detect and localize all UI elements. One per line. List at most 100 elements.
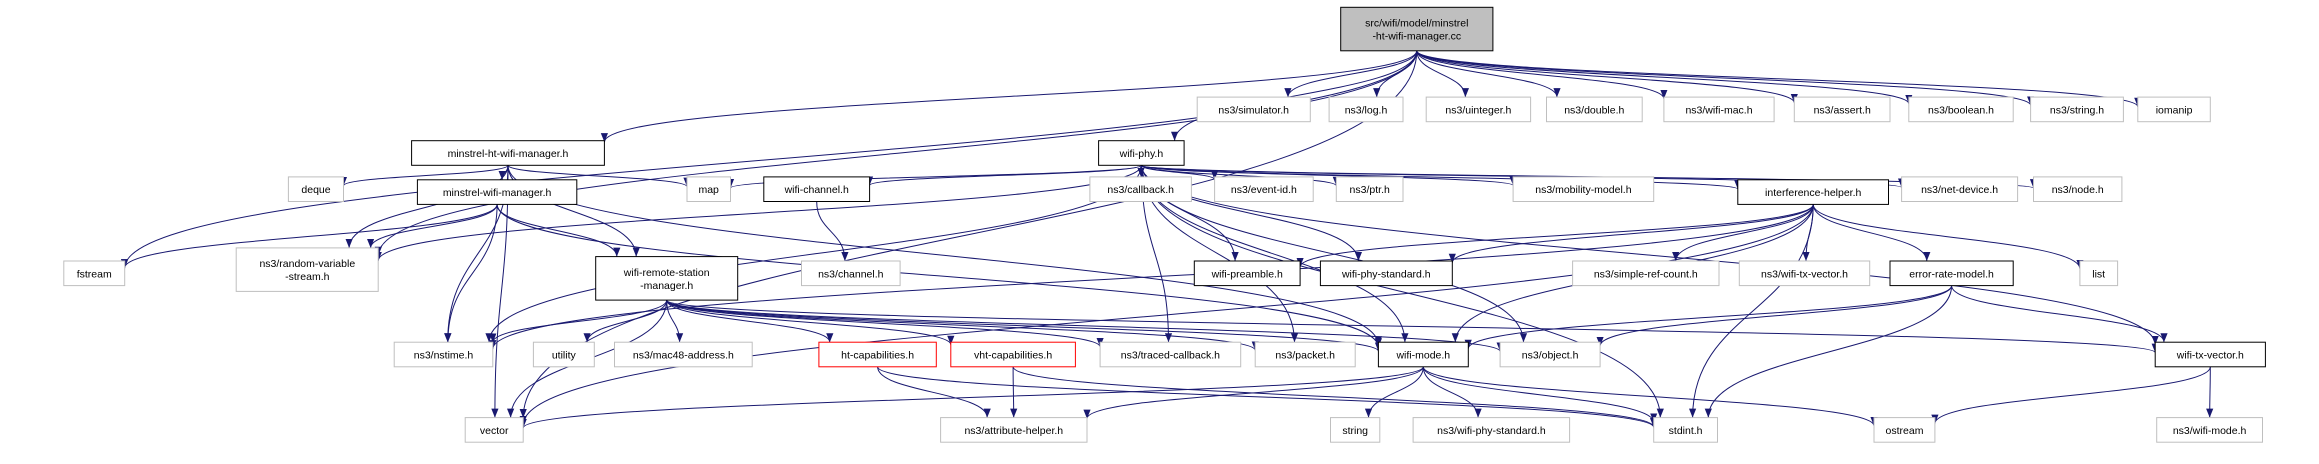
edge-wifi_remote_station_manager_h-to-ns3_packet_h: [666, 299, 1259, 351]
node-fstream: fstream: [63, 260, 126, 287]
node-label: minstrel-wifi-manager.h: [443, 187, 552, 199]
edge-wifi_remote_station_manager_h-to-vht_capabilities_h: [666, 299, 955, 345]
node-box: [464, 417, 524, 443]
edge-src_wifi_model_minstrel_ht_wifi_manager_cc-to-ns3_double_h: [1416, 50, 1561, 98]
node-label: interference-helper.h: [1765, 187, 1861, 199]
node-label: string: [1342, 425, 1368, 437]
node-box: [287, 176, 344, 202]
edge-minstrel_ht_wifi_manager_h-to-ns3_random_variable_stream_h: [345, 165, 509, 248]
node-ns3-mac48-address-h: ns3/mac48-address.h: [614, 341, 753, 368]
node-box: [1377, 341, 1469, 368]
edge-wifi_remote_station_manager_h-to-ht_capabilities_h: [666, 299, 834, 343]
node-minstrel-ht-wifi-manager-h[interactable]: minstrel-ht-wifi-manager.h: [411, 140, 605, 166]
node-label: ht-capabilities.h: [841, 350, 914, 362]
node-wifi-phy-h[interactable]: wifi-phy.h: [1098, 140, 1185, 166]
node-stdint-h: stdint.h: [1653, 417, 1718, 443]
node-ns3-string-h: ns3/string.h: [2030, 96, 2124, 123]
edge-wifi_remote_station_manager_h-to-wifi_tx_vector_h: [666, 299, 2159, 354]
node-box: [1738, 260, 1871, 287]
node-wifi-preamble-h[interactable]: wifi-preamble.h: [1193, 260, 1301, 287]
node-label: ns3/double.h: [1564, 105, 1624, 117]
node-wifi-channel-h[interactable]: wifi-channel.h: [763, 176, 871, 202]
edge-src_wifi_model_minstrel_ht_wifi_manager_cc-to-iomanip: [1416, 50, 2142, 108]
node-box: [2156, 417, 2263, 443]
node-wifi-tx-vector-h[interactable]: wifi-tx-vector.h: [2154, 341, 2266, 368]
node-label: src/wifi/model/minstrel: [1365, 18, 1468, 30]
edge-minstrel_wifi_manager_h-to-fstream: [121, 204, 498, 269]
node-label: stdint.h: [1669, 425, 1703, 437]
node-ns3-channel-h: ns3/channel.h: [801, 260, 901, 287]
node-vht-capabilities-h[interactable]: vht-capabilities.h: [950, 341, 1076, 368]
node-label: fstream: [77, 268, 112, 280]
node-box: [1663, 96, 1775, 123]
node-label: ostream: [1886, 425, 1924, 437]
node-box: [686, 176, 731, 202]
node-ht-capabilities-h[interactable]: ht-capabilities.h: [818, 341, 937, 368]
node-label: ns3/nstime.h: [414, 350, 474, 362]
edge-error_rate_model_h-to-ns3_object_h: [1596, 285, 1953, 347]
node-wifi-remote-station-manager-h[interactable]: wifi-remote-station-manager.h: [595, 256, 739, 301]
node-wifi-mode-h[interactable]: wifi-mode.h: [1377, 341, 1469, 368]
node-box: [1901, 176, 2019, 202]
node-ns3-nstime-h: ns3/nstime.h: [393, 341, 494, 368]
node-box: [801, 260, 901, 287]
edge-interference_helper_h-to-list: [1812, 204, 2084, 269]
edge-src_wifi_model_minstrel_ht_wifi_manager_cc-to-wifi_phy_h: [1171, 50, 1418, 141]
node-label: ns3/mac48-address.h: [633, 350, 734, 362]
edge-wifi_phy_h-to-interference_helper_h: [1140, 164, 1741, 190]
node-error-rate-model-h[interactable]: error-rate-model.h: [1889, 260, 2014, 287]
node-box: [1089, 176, 1192, 202]
edge-src_wifi_model_minstrel_ht_wifi_manager_cc-to-fstream: [121, 50, 1418, 269]
node-box: [2030, 96, 2124, 123]
node-minstrel-wifi-manager-h[interactable]: minstrel-wifi-manager.h: [416, 179, 578, 205]
edge-minstrel_wifi_manager_h-to-wifi_remote_station_manager_h: [496, 204, 621, 257]
node-ns3-mobility-model-h: ns3/mobility-model.h: [1512, 176, 1655, 202]
node-wifi-phy-standard-h[interactable]: wifi-phy-standard.h: [1319, 260, 1453, 287]
node-label: vht-capabilities.h: [974, 350, 1052, 362]
node-src-wifi-model-minstrel-ht-wifi-manager-cc[interactable]: src/wifi/model/minstrel-ht-wifi-manager.…: [1340, 6, 1494, 52]
edge-wifi_remote_station_manager_h-to-ns3_traced_callback_h: [666, 299, 1104, 348]
edge-wifi_tx_vector_h-to-ns3_wifi_mode_h: [2206, 366, 2214, 418]
node-box: [1098, 140, 1185, 166]
node-box: [1214, 176, 1314, 202]
node-box: [2154, 341, 2266, 368]
node-label: ns3/boolean.h: [1928, 105, 1994, 117]
node-box: [2033, 176, 2123, 202]
node-box: [2137, 96, 2211, 123]
dependency-nodes: src/wifi/model/minstrel-ht-wifi-manager.…: [63, 6, 2266, 443]
edge-wifi_mode_h-to-ns3_wifi_phy_standard_h: [1422, 366, 1482, 418]
edge-minstrel_wifi_manager_h-to-ns3_random_variable_stream_h: [367, 204, 498, 249]
node-utility: utility: [532, 341, 595, 368]
edge-interference_helper_h-to-ns3_simple_ref_count_h: [1672, 204, 1814, 262]
node-interference-helper-h[interactable]: interference-helper.h: [1737, 179, 1890, 205]
node-ns3-uinteger-h: ns3/uinteger.h: [1425, 96, 1532, 123]
edge-interference_helper_h-to-wifi_preamble_h: [1296, 204, 1814, 268]
edge-wifi_phy_h-to-stdint_h: [1140, 165, 1664, 418]
node-box: [763, 176, 871, 202]
node-label: ns3/string.h: [2050, 105, 2104, 117]
node-ns3-double-h: ns3/double.h: [1546, 96, 1643, 123]
node-box: [950, 341, 1076, 368]
node-string: string: [1330, 417, 1381, 443]
edge-wifi_channel_h-to-ns3_channel_h: [816, 201, 849, 262]
node-ns3-log-h: ns3/log.h: [1328, 96, 1404, 123]
node-label: ns3/assert.h: [1814, 105, 1871, 117]
node-box: [63, 260, 126, 287]
edge-wifi_remote_station_manager_h-to-ns3_mac48_address_h: [666, 300, 684, 343]
edge-wifi_mode_h-to-string: [1364, 366, 1424, 418]
node-box: [595, 256, 739, 301]
edge-ht_capabilities_h-to-ns3_attribute_helper_h: [877, 366, 991, 418]
node-label: ns3/event-id.h: [1231, 184, 1297, 196]
node-ns3-object-h: ns3/object.h: [1499, 341, 1601, 368]
node-ns3-wifi-tx-vector-h: ns3/wifi-tx-vector.h: [1738, 260, 1871, 287]
node-ns3-callback-h: ns3/callback.h: [1089, 176, 1192, 202]
edge-wifi_tx_vector_h-to-ostream: [1931, 366, 2211, 424]
edge-src_wifi_model_minstrel_ht_wifi_manager_cc-to-ns3_string_h: [1416, 50, 2034, 106]
node-box: [1653, 417, 1718, 443]
edge-minstrel_ht_wifi_manager_h-to-vector: [491, 165, 509, 418]
node-label: ns3/object.h: [1522, 350, 1579, 362]
node-box: [2079, 260, 2119, 287]
node-label: wifi-phy.h: [1119, 148, 1164, 160]
node-box: [1319, 260, 1453, 287]
edge-src_wifi_model_minstrel_ht_wifi_manager_cc-to-ns3_boolean_h: [1416, 50, 1913, 105]
